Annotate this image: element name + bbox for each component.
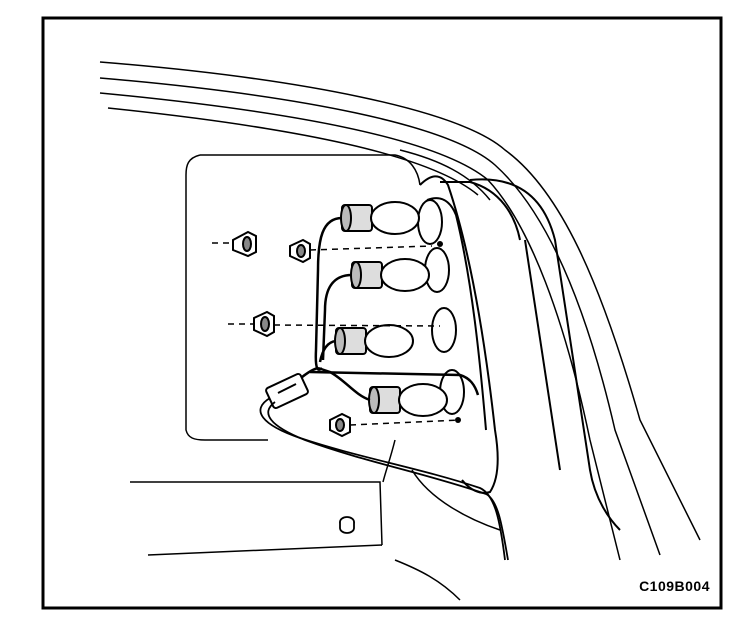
- bulb-3: [334, 324, 414, 358]
- rear-panel: [130, 154, 501, 601]
- mounting-nut-2: [289, 238, 433, 264]
- figure-code-label: C109B004: [639, 578, 710, 594]
- bulb-4: [368, 383, 448, 417]
- housing-studs: [437, 241, 461, 423]
- mounting-nut-4: [329, 412, 461, 438]
- mounting-nut-1: [212, 230, 257, 258]
- bulb-1: [340, 201, 420, 235]
- mounting-nut-3: [228, 310, 441, 338]
- bulb-2: [350, 258, 430, 292]
- harness-connector: [265, 372, 309, 410]
- body-plug: [339, 516, 355, 534]
- body-contours: [99, 61, 701, 561]
- pigtail-wire: [259, 397, 509, 561]
- diagram-border: [41, 16, 723, 610]
